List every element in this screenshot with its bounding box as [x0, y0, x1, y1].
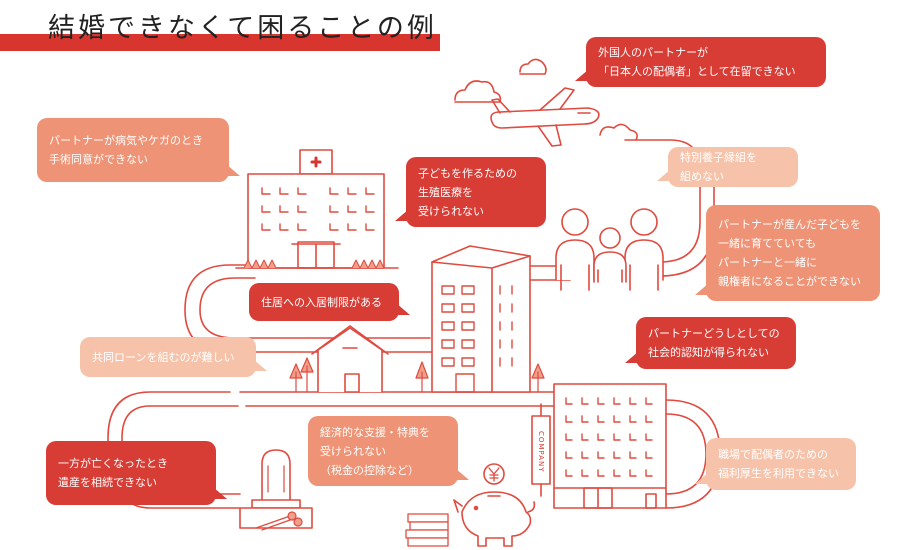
bubble-line: 社会的認知が得られない: [648, 346, 769, 359]
bubble-line: 組めない: [680, 170, 724, 183]
bubble-line: パートナーと一緒に: [718, 256, 817, 269]
bubble-line: 一方が亡くなったとき: [58, 457, 168, 470]
bubble-welfare: 職場で配偶者のための 福利厚生を利用できない: [695, 438, 856, 490]
bubble-surgery-consent: パートナーが病気やケガのとき 手術同意ができない: [37, 118, 240, 182]
bubble-foreign-partner: 外国人のパートナーが 「日本人の配偶者」として在留できない: [575, 37, 826, 87]
coin-stack-icon: [405, 513, 449, 547]
bubble-line: 受けられない: [320, 444, 386, 458]
bubble-line: 「日本人の配偶者」として在留できない: [598, 65, 796, 78]
bubble-social-recognition: パートナーどうしとしての 社会的認知が得られない: [625, 317, 796, 369]
bubble-line: 外国人のパートナーが: [598, 46, 708, 59]
hospital-icon: [235, 149, 399, 269]
bubble-inheritance: 一方が亡くなったとき 遺産を相続できない: [46, 441, 227, 505]
bubble-line: 受けられない: [418, 204, 484, 218]
bubble-line: パートナーが病気やケガのとき: [49, 134, 203, 147]
bubble-line: 子どもを作るための: [418, 166, 517, 180]
bubble-adoption: 特別養子縁組を 組めない: [657, 147, 798, 187]
bubble-housing: 住居への入居制限がある: [249, 283, 410, 321]
bubble-line: 特別養子縁組を: [680, 151, 757, 164]
yen-coin-icon: [483, 463, 505, 485]
bubble-line: 職場で配偶者のための: [718, 448, 828, 461]
office-icon: [531, 383, 667, 509]
bubble-joint-loan: 共同ローンを組むのが難しい: [80, 337, 267, 377]
family-icon: [555, 208, 664, 291]
piggy-bank-icon: [453, 491, 536, 547]
bubble-parental-rights: パートナーが産んだ子どもを 一緒に育てていても パートナーと一緒に 親権者になる…: [695, 205, 880, 301]
bubble-line: 生殖医療を: [418, 185, 473, 199]
bubble-line: 経済的な支援・特典を: [320, 425, 430, 439]
bubble-line: パートナーどうしとしての: [648, 327, 780, 340]
cloud-icon: [454, 58, 638, 141]
bubble-line: 遺産を相続できない: [58, 476, 157, 489]
company-sign-label: COMPANY: [537, 431, 545, 473]
bubble-line: 一緒に育てていても: [718, 237, 817, 250]
gravestone-icon: [239, 449, 313, 529]
tree-icon: [289, 357, 545, 393]
house-icon: [311, 325, 389, 393]
bubble-line: 親権者になることができない: [718, 275, 861, 288]
flowers-icon: [255, 511, 303, 531]
bubble-fertility: 子どもを作るための 生殖医療を 受けられない: [395, 157, 546, 227]
bubble-line: 手術同意ができない: [49, 153, 148, 166]
apartment-icon: [431, 245, 531, 393]
bubble-line: 共同ローンを組むのが難しい: [92, 350, 235, 364]
page-title: 結婚できなくて困ることの例: [48, 13, 437, 44]
bubble-tax-support: 経済的な支援・特典を 受けられない （税金の控除など）: [308, 416, 469, 486]
bubble-line: 福利厚生を利用できない: [718, 467, 839, 480]
bubble-line: 住居への入居制限がある: [261, 295, 382, 309]
airplane-icon: [490, 87, 600, 147]
bubble-line: パートナーが産んだ子どもを: [718, 218, 861, 231]
bubble-line: （税金の控除など）: [320, 463, 419, 477]
